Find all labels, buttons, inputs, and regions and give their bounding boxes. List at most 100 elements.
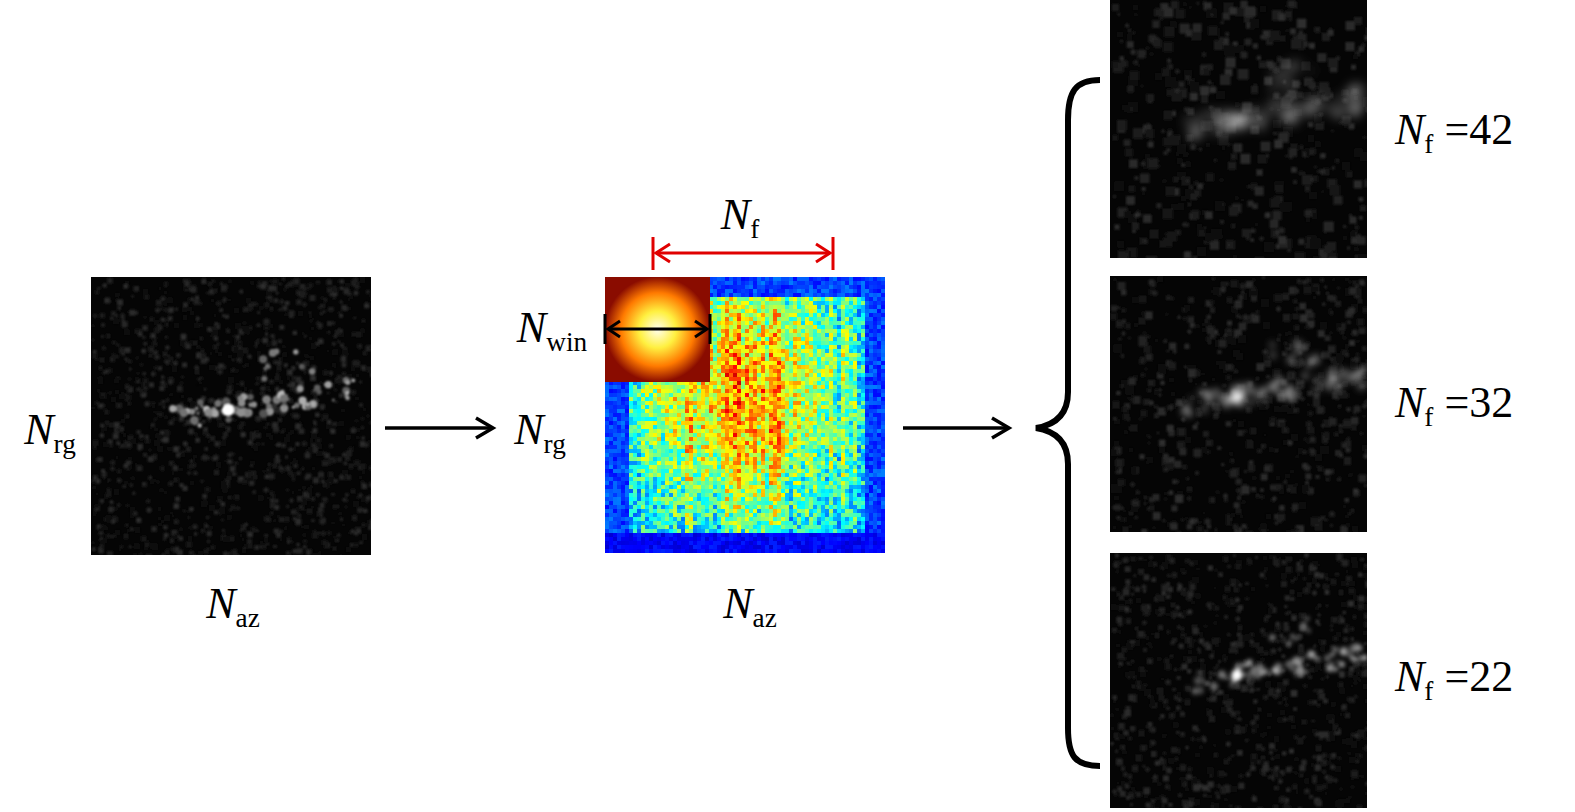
art-piece: [112, 341, 116, 345]
art-piece: [333, 287, 339, 293]
art-piece: [343, 498, 347, 502]
art-piece: [332, 342, 335, 345]
spectrum-cell: [825, 281, 829, 285]
spectrum-cell: [713, 301, 717, 305]
spectrum-cell: [829, 297, 833, 301]
art-piece: [262, 338, 268, 344]
art-piece: [219, 308, 223, 312]
art-piece: [201, 529, 205, 533]
art-piece: [164, 533, 169, 538]
spectrum-cell: [805, 305, 809, 309]
art-piece: [199, 354, 203, 358]
art-piece: [289, 313, 294, 318]
art-piece: [196, 317, 200, 321]
spectrum-cell: [797, 301, 801, 305]
art-piece: [199, 336, 203, 340]
art-piece: [164, 285, 167, 288]
art-piece: [113, 433, 119, 439]
art-piece: [116, 441, 120, 445]
art-piece: [340, 329, 343, 332]
art-piece: [255, 416, 261, 422]
spectrum-cell: [821, 305, 825, 309]
art-piece: [121, 419, 125, 423]
art-piece: [189, 526, 192, 529]
art-piece: [228, 377, 234, 383]
art-piece: [285, 466, 291, 472]
art-piece: [127, 402, 131, 406]
art-piece: [246, 298, 251, 303]
art-piece: [200, 302, 203, 305]
art-piece: [311, 327, 315, 331]
art-piece: [329, 483, 331, 485]
art-piece: [345, 391, 349, 395]
art-piece: [277, 361, 282, 366]
art-piece: [269, 473, 275, 479]
art-piece: [204, 409, 212, 417]
art-piece: [276, 533, 281, 538]
spectrum-cell: [713, 293, 717, 297]
art-piece: [351, 379, 355, 383]
art-piece: [339, 393, 343, 397]
art-piece: [173, 466, 178, 471]
art-piece: [153, 340, 156, 343]
art-piece: [240, 529, 243, 532]
spectrum-cell: [781, 297, 785, 301]
art-piece: [122, 444, 125, 447]
art-piece: [357, 530, 361, 534]
spectrum-cell: [881, 285, 885, 289]
art-piece: [164, 308, 167, 311]
art-piece: [355, 282, 359, 286]
art-piece: [110, 317, 113, 320]
art-piece: [142, 325, 147, 330]
art-piece: [263, 470, 265, 472]
spectrum-cell: [749, 289, 753, 293]
art-piece: [159, 307, 163, 311]
spectrum-cell: [809, 293, 813, 297]
art-piece: [327, 321, 332, 326]
art-piece: [316, 438, 320, 442]
spectrum-cell: [853, 297, 857, 301]
art-piece: [337, 280, 339, 282]
art-piece: [321, 297, 324, 300]
art-piece: [107, 551, 113, 557]
art-piece: [236, 383, 238, 385]
art-piece: [157, 481, 160, 484]
art-piece: [324, 298, 328, 302]
art-piece: [234, 494, 240, 500]
art-piece: [182, 307, 188, 313]
art-piece: [229, 280, 231, 282]
art-piece: [309, 315, 312, 318]
art-piece: [294, 403, 300, 409]
art-piece: [258, 281, 261, 284]
art-piece: [150, 426, 153, 429]
spectrum-cell: [725, 297, 729, 301]
art-piece: [152, 343, 154, 345]
spectrum-cell: [761, 281, 765, 285]
spectrum-cell: [733, 309, 737, 313]
art-piece: [332, 321, 336, 325]
art-piece: [133, 286, 139, 292]
spectrum-cell: [769, 297, 773, 301]
spectrum-cell: [845, 289, 849, 293]
art-piece: [161, 380, 165, 384]
art-piece: [106, 515, 112, 521]
spectrum-cell: [797, 277, 801, 281]
art-piece: [148, 456, 154, 462]
spectrum-cell: [725, 305, 729, 309]
spectrum-cell: [821, 289, 825, 293]
spectrum-cell: [785, 281, 789, 285]
art-piece: [305, 453, 310, 458]
spectrum-cell: [817, 289, 821, 293]
spectrum-cell: [729, 281, 733, 285]
spectrum-cell: [765, 285, 769, 289]
spectrum-cell: [757, 285, 761, 289]
spectrum-cell: [777, 277, 781, 281]
art-piece: [268, 285, 273, 290]
art-piece: [126, 385, 129, 388]
art-piece: [269, 307, 274, 312]
spectrum-cell: [745, 301, 749, 305]
art-piece: [290, 382, 296, 388]
spectrum-cell: [733, 285, 737, 289]
art-piece: [190, 416, 199, 425]
art-piece: [131, 438, 136, 443]
